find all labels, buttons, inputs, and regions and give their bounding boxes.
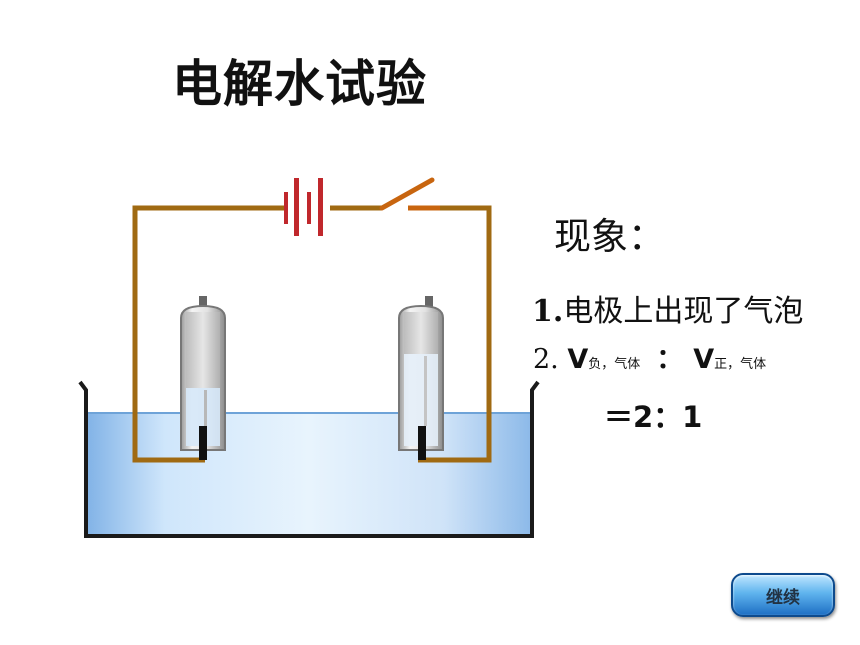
volume-negative-symbol: V — [567, 344, 589, 375]
beaker — [78, 380, 540, 538]
right-electrode — [418, 426, 426, 460]
observation-2: 2. V负，气体：V正，气体 — [533, 337, 766, 376]
continue-button[interactable]: 继续 — [731, 573, 835, 617]
volume-positive-subscript: 正，气体 — [714, 357, 767, 372]
observation-1: 1.电极上出现了气泡 — [532, 286, 803, 330]
volume-positive-symbol: V — [693, 344, 715, 375]
continue-button-label: 继续 — [766, 587, 800, 608]
ratio-value: ＝2：1 — [604, 400, 703, 434]
observation-1-text: 电极上出现了气泡 — [563, 294, 804, 329]
volume-negative-subscript: 负，气体 — [588, 357, 641, 372]
circuit-wire — [132, 205, 492, 463]
ratio-colon: ： — [656, 344, 684, 375]
switch — [379, 177, 440, 211]
left-test-tube — [180, 296, 226, 460]
phenomenon-heading: 现象： — [554, 215, 665, 258]
observation-1-number: 1. — [532, 294, 564, 329]
water — [84, 412, 534, 536]
right-test-tube — [398, 296, 444, 460]
battery — [284, 178, 323, 236]
observation-2-number: 2. — [533, 344, 568, 375]
page-title: 电解水试验 — [172, 55, 427, 113]
left-electrode — [199, 426, 207, 460]
